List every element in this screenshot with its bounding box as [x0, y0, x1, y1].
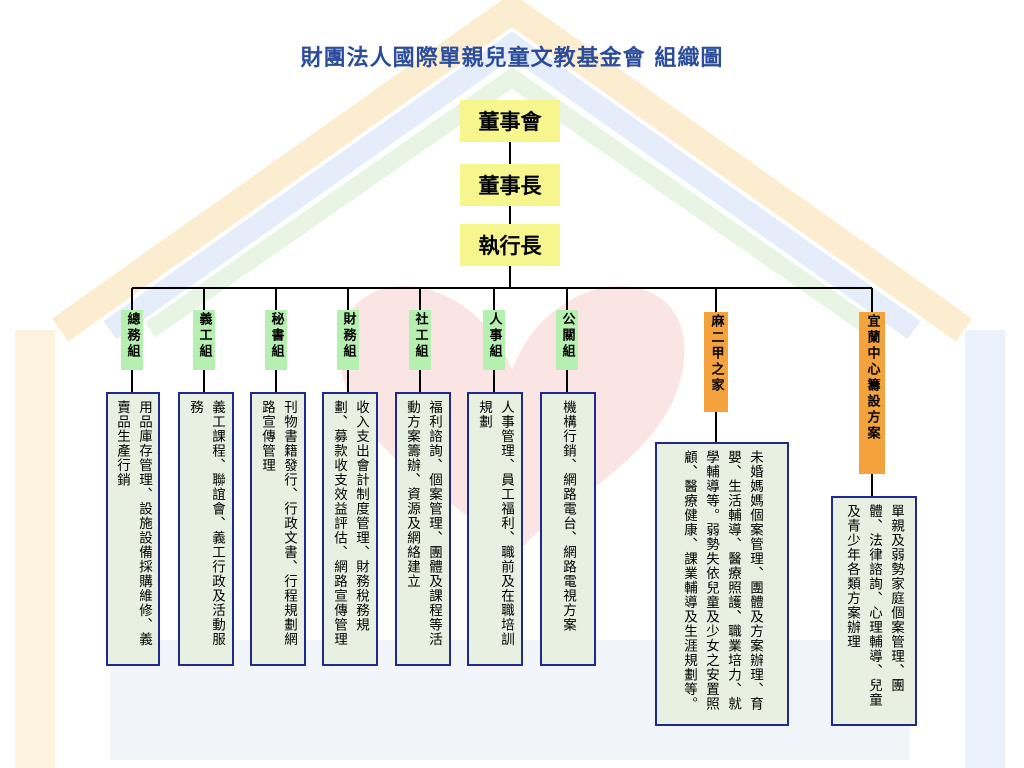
unit-secretariat: 秘書組: [265, 310, 287, 370]
unit-general-affairs: 總務組: [121, 310, 143, 370]
duty-text: 機構行銷、網路電台、網路電視方案: [560, 400, 576, 632]
unit-volunteers: 義工組: [193, 310, 215, 370]
executive-director-box: 執行長: [460, 224, 560, 266]
duty-text: 未婚媽媽個案管理、團體及方案辦理、育嬰、生活輔導、醫療照護、職業培力、就學輔導等…: [681, 450, 763, 711]
page-title: 財團法人國際單親兒童文教基金會 組織圖: [300, 46, 724, 71]
chairman-box: 董事長: [460, 164, 560, 206]
duty-text: 人事管理、員工福利、職前及在職培訓規劃: [476, 400, 514, 647]
duty-text: 義工課程、聯誼會、義工行政及活動服務: [187, 400, 225, 647]
duty-box-social-work: 福利諮詢、個案管理、團體及課程等活動方案籌辦、資源及網絡建立: [395, 392, 451, 666]
board-of-directors-box: 董事會: [460, 100, 560, 142]
unit-label: 人事組: [486, 312, 502, 360]
duty-box-ma-er-jia-home: 未婚媽媽個案管理、團體及方案辦理、育嬰、生活輔導、醫療照護、職業培力、就學輔導等…: [655, 442, 789, 726]
unit-label: 社工組: [412, 312, 428, 360]
duty-box-finance: 收入支出會計制度管理、財務稅務規劃、募款收支效益評估、網路宣傳管理: [322, 392, 378, 666]
unit-social-work: 社工組: [409, 310, 431, 370]
duty-box-personnel: 人事管理、員工福利、職前及在職培訓規劃: [467, 392, 523, 666]
duty-box-yilan-center-project: 單親及弱勢家庭個案管理、團體、法律諮詢、心理輔導、兒童及青少年各類方案辦理: [831, 496, 917, 726]
executive-director-label: 執行長: [478, 234, 542, 258]
duty-text: 收入支出會計制度管理、財務稅務規劃、募款收支效益評估、網路宣傳管理: [331, 400, 369, 647]
unit-label: 麻二甲之家: [708, 314, 724, 394]
duty-text: 單親及弱勢家庭個案管理、團體、法律諮詢、心理輔導、兒童及青少年各類方案辦理: [844, 504, 904, 707]
unit-yilan-center-project: 宜蘭中心籌設方案: [859, 312, 885, 474]
unit-label: 財務組: [340, 312, 356, 360]
duty-text: 刊物書籍發行、行政文書、行程規劃網路宣傳管理: [259, 400, 297, 647]
unit-public-relations: 公關組: [556, 310, 578, 370]
unit-label: 公關組: [559, 312, 575, 360]
unit-personnel: 人事組: [483, 310, 505, 370]
unit-ma-er-jia-home: 麻二甲之家: [704, 312, 728, 412]
duty-text: 用品庫存管理、設施設備採購維修、義賣品生產行銷: [114, 400, 152, 647]
unit-label: 總務組: [124, 312, 140, 360]
unit-finance: 財務組: [337, 310, 359, 370]
duty-box-general-affairs: 用品庫存管理、設施設備採購維修、義賣品生產行銷: [106, 392, 160, 666]
board-of-directors-label: 董事會: [478, 110, 542, 134]
duty-box-public-relations: 機構行銷、網路電台、網路電視方案: [540, 392, 596, 666]
unit-label: 義工組: [196, 312, 212, 360]
chairman-label: 董事長: [478, 174, 542, 198]
duty-box-volunteers: 義工課程、聯誼會、義工行政及活動服務: [178, 392, 234, 666]
unit-label: 宜蘭中心籌設方案: [864, 314, 880, 442]
unit-label: 秘書組: [268, 312, 284, 360]
duty-text: 福利諮詢、個案管理、團體及課程等活動方案籌辦、資源及網絡建立: [404, 400, 442, 647]
duty-box-secretariat: 刊物書籍發行、行政文書、行程規劃網路宣傳管理: [250, 392, 306, 666]
